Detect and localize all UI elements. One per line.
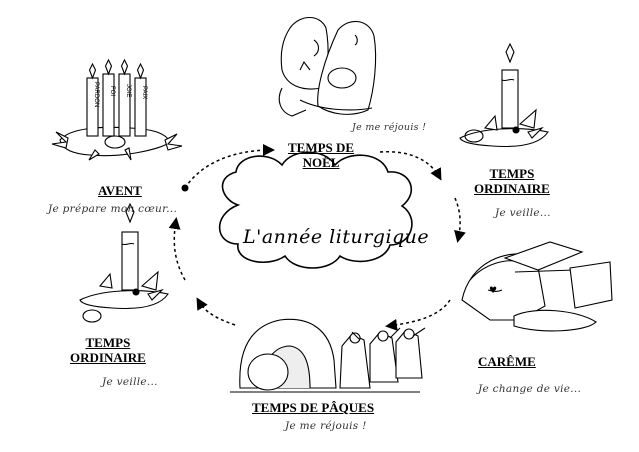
season-note-ordinaire-right: Je veille... — [495, 207, 551, 219]
ordinary-candle-right-illustration — [459, 42, 549, 148]
season-name-noel-line2: NOËL — [302, 155, 340, 170]
season-note-avent: Je prépare mon cœur... — [48, 203, 178, 215]
candle-word-paix: PAIX — [141, 86, 147, 99]
arrow-ordinaire-to-avent — [168, 217, 186, 281]
cycle-start-dot — [181, 184, 189, 192]
arrow-ordinaire-to-careme — [454, 197, 466, 243]
season-name-ordinaire-right-line2: ORDINAIRE — [474, 181, 550, 196]
ordinary-candle-left-illustration — [79, 202, 169, 323]
season-note-noel: Je me réjouis ! — [352, 122, 427, 133]
lent-ashes-illustration: ♥ — [461, 241, 613, 332]
season-label-noel: TEMPS DE NOËL — [288, 140, 354, 170]
arrow-careme-to-paques — [385, 299, 451, 331]
arrow-noel-to-ordinaire — [379, 151, 442, 181]
season-name-ordinaire-left-line1: TEMPS — [85, 335, 131, 350]
candle-word-foi: FOI — [109, 86, 115, 96]
season-name-careme: CARÊME — [478, 354, 536, 369]
season-label-ordinaire-right: TEMPS ORDINAIRE — [474, 166, 550, 196]
svg-text:♥: ♥ — [489, 286, 497, 296]
season-name-paques: TEMPS DE PÂQUES — [252, 400, 375, 415]
season-label-ordinaire-left: TEMPS ORDINAIRE — [70, 335, 146, 365]
arrow-paques-to-ordinaire — [196, 297, 236, 326]
season-note-ordinaire-left: Je veille... — [102, 376, 158, 388]
advent-wreath-illustration — [51, 58, 183, 161]
central-cloud — [218, 151, 413, 269]
candle-word-joie: JOIE — [125, 84, 131, 97]
season-label-avent: AVENT — [98, 183, 142, 198]
candle-word-pardon: PARDON — [93, 82, 99, 107]
season-note-careme: Je change de vie... — [478, 383, 582, 395]
arrow-avent-to-noel — [184, 144, 275, 189]
nativity-illustration — [278, 16, 377, 117]
season-note-paques: Je me réjouis ! — [285, 420, 367, 432]
cycle-arrows — [168, 144, 466, 331]
season-name-noel-line1: TEMPS DE — [288, 140, 355, 155]
season-label-paques: TEMPS DE PÂQUES — [252, 400, 374, 415]
advent-candle-words: PARDON FOI JOIE PAIX — [93, 82, 147, 107]
season-name-avent: AVENT — [98, 183, 142, 198]
season-label-careme: CARÊME — [478, 354, 536, 369]
season-name-ordinaire-right-line1: TEMPS — [489, 166, 535, 181]
diagram-title: L'année liturgique — [243, 226, 430, 248]
easter-tomb-illustration — [230, 318, 426, 393]
season-name-ordinaire-left-line2: ORDINAIRE — [70, 350, 146, 365]
